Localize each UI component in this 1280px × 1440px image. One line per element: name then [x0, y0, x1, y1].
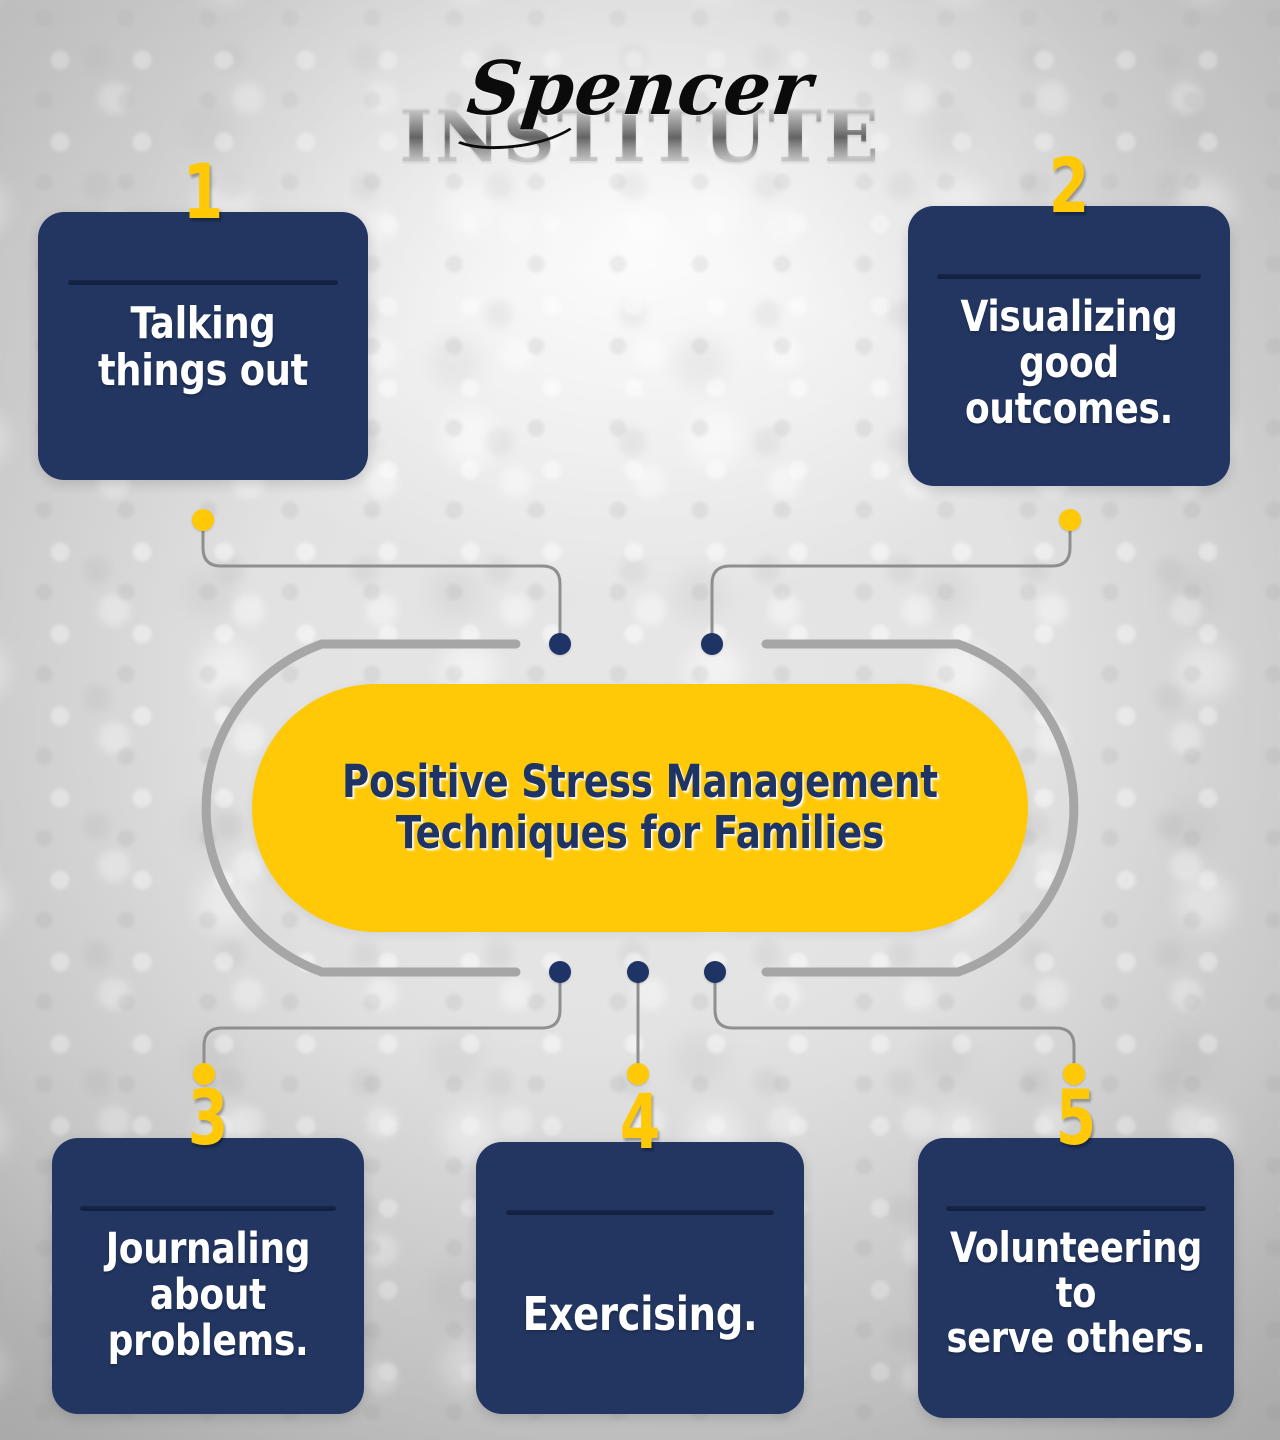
wire-endpoint-card-3	[193, 1063, 215, 1085]
card-divider-4	[505, 1210, 775, 1215]
card-divider-3	[80, 1206, 336, 1211]
card-label-3: Journaling about problems.	[105, 1224, 311, 1366]
ring-dot-top-right	[701, 633, 723, 655]
card-divider-2	[936, 274, 1202, 279]
ring-dot-bottom-right	[704, 961, 726, 983]
card-label-5: Volunteering to serve others.	[946, 1223, 1206, 1362]
card-number-3: 3	[187, 1073, 229, 1162]
card-divider-1	[67, 280, 339, 285]
card-number-2: 2	[1048, 141, 1090, 230]
center-capsule: Positive Stress Management Techniques fo…	[252, 684, 1028, 932]
center-title: Positive Stress Management Techniques fo…	[342, 755, 938, 859]
brand-script-name: Spencer	[0, 46, 1280, 132]
card-label-4: Exercising.	[522, 1287, 758, 1342]
technique-card-1[interactable]: 1 Talking things out	[38, 154, 368, 480]
card-divider-5	[946, 1206, 1206, 1211]
ring-dot-bottom-left	[549, 961, 571, 983]
wire-endpoint-card-1	[192, 509, 214, 531]
technique-card-5[interactable]: 5 Volunteering to serve others.	[918, 1080, 1234, 1418]
ring-dot-bottom-center	[627, 961, 649, 983]
ring-dot-top-left	[549, 633, 571, 655]
card-number-4: 4	[619, 1077, 661, 1166]
card-label-1: Talking things out	[97, 298, 309, 397]
technique-card-4[interactable]: 4 Exercising.	[476, 1084, 804, 1414]
card-number-5: 5	[1055, 1073, 1097, 1162]
technique-card-2[interactable]: 2 Visualizing good outcomes.	[908, 148, 1230, 486]
brand-logo: Spencer INSTITUTE	[0, 46, 1280, 172]
card-label-2: Visualizing good outcomes.	[960, 292, 1178, 434]
technique-card-3[interactable]: 3 Journaling about problems.	[52, 1080, 364, 1414]
wire-endpoint-card-4	[627, 1063, 649, 1085]
wire-endpoint-card-5	[1063, 1063, 1085, 1085]
wire-endpoint-card-2	[1059, 509, 1081, 531]
card-number-1: 1	[182, 147, 224, 236]
